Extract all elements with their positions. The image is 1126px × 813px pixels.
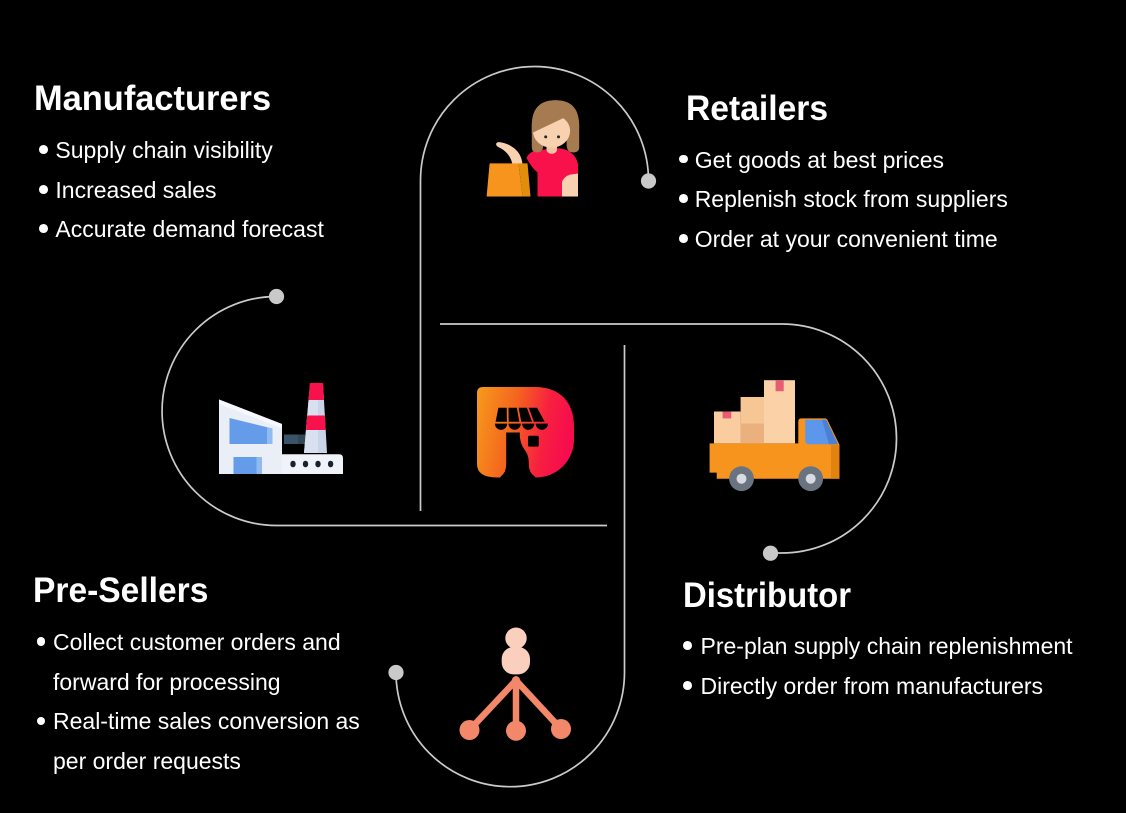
bullet-dot — [679, 154, 688, 164]
node-dot-distributor — [762, 545, 779, 561]
bullet-dot — [36, 716, 46, 726]
list-item-text: Pre-plan supply chain replenishment — [700, 633, 1073, 659]
list-item: Increased sales — [39, 171, 323, 211]
node-dot-manufacturers — [268, 288, 285, 305]
list-item-text: Replenish stock from suppliers — [694, 186, 1008, 213]
curve-right — [440, 323, 898, 554]
list-item-text: Order at your convenient time — [694, 225, 998, 252]
list-item-text: Directly order from manufacturers — [700, 672, 1044, 699]
list-item: Real-time sales conversion as — [36, 702, 360, 742]
list-item: Order at your convenient time — [679, 220, 1008, 260]
list-item: Get goods at best prices — [679, 141, 1008, 181]
curve-bottom — [395, 345, 626, 788]
list-item-text: Real-time sales conversion as — [53, 708, 360, 735]
curve-left — [161, 295, 607, 527]
bullet-dot — [679, 194, 688, 204]
list-item: Collect customer orders and — [36, 623, 360, 663]
shopper-icon — [486, 100, 580, 197]
factory-icon — [219, 383, 343, 474]
list-item: Directly order from manufacturers — [682, 667, 1073, 707]
distributor-title: Distributor — [683, 576, 852, 616]
list-item: Replenish stock from suppliers — [679, 180, 1008, 220]
manufacturers-title: Manufacturers — [34, 78, 272, 118]
bullet-dot — [39, 145, 48, 154]
distribution-network-icon — [459, 627, 571, 741]
list-item-text: Get goods at best prices — [694, 146, 944, 173]
list-item-text: Supply chain visibility — [55, 137, 273, 163]
bullet-dot — [682, 641, 692, 650]
list-item-text: Collect customer orders and — [53, 629, 341, 656]
list-item-text: per order requests — [53, 747, 241, 774]
bullet-dot — [679, 233, 688, 243]
node-dot-retailers — [640, 173, 657, 189]
presellers-benefit-list: Collect customer orders and forward for p… — [36, 623, 360, 782]
list-item: Pre-plan supply chain replenishment — [682, 627, 1073, 667]
bullet-dot — [36, 637, 46, 647]
bullet-dot — [682, 680, 692, 690]
list-item-text: Accurate demand forecast — [55, 216, 324, 243]
bullet-dot — [39, 224, 48, 234]
list-item-continuation: per order requests — [53, 742, 360, 782]
list-item: Accurate demand forecast — [39, 210, 324, 250]
bullet-dot — [39, 184, 48, 194]
retailers-title: Retailers — [685, 88, 828, 128]
curve-top — [419, 65, 650, 511]
list-item-text: forward for processing — [53, 668, 281, 695]
presellers-title: Pre-Sellers — [32, 571, 209, 611]
node-dot-presellers — [388, 664, 404, 681]
list-item-text: Increased sales — [55, 176, 217, 203]
brand-logo — [477, 387, 574, 481]
list-item-continuation: forward for processing — [53, 663, 360, 703]
delivery-truck-icon — [709, 380, 840, 492]
list-item: Supply chain visibility — [39, 131, 323, 171]
